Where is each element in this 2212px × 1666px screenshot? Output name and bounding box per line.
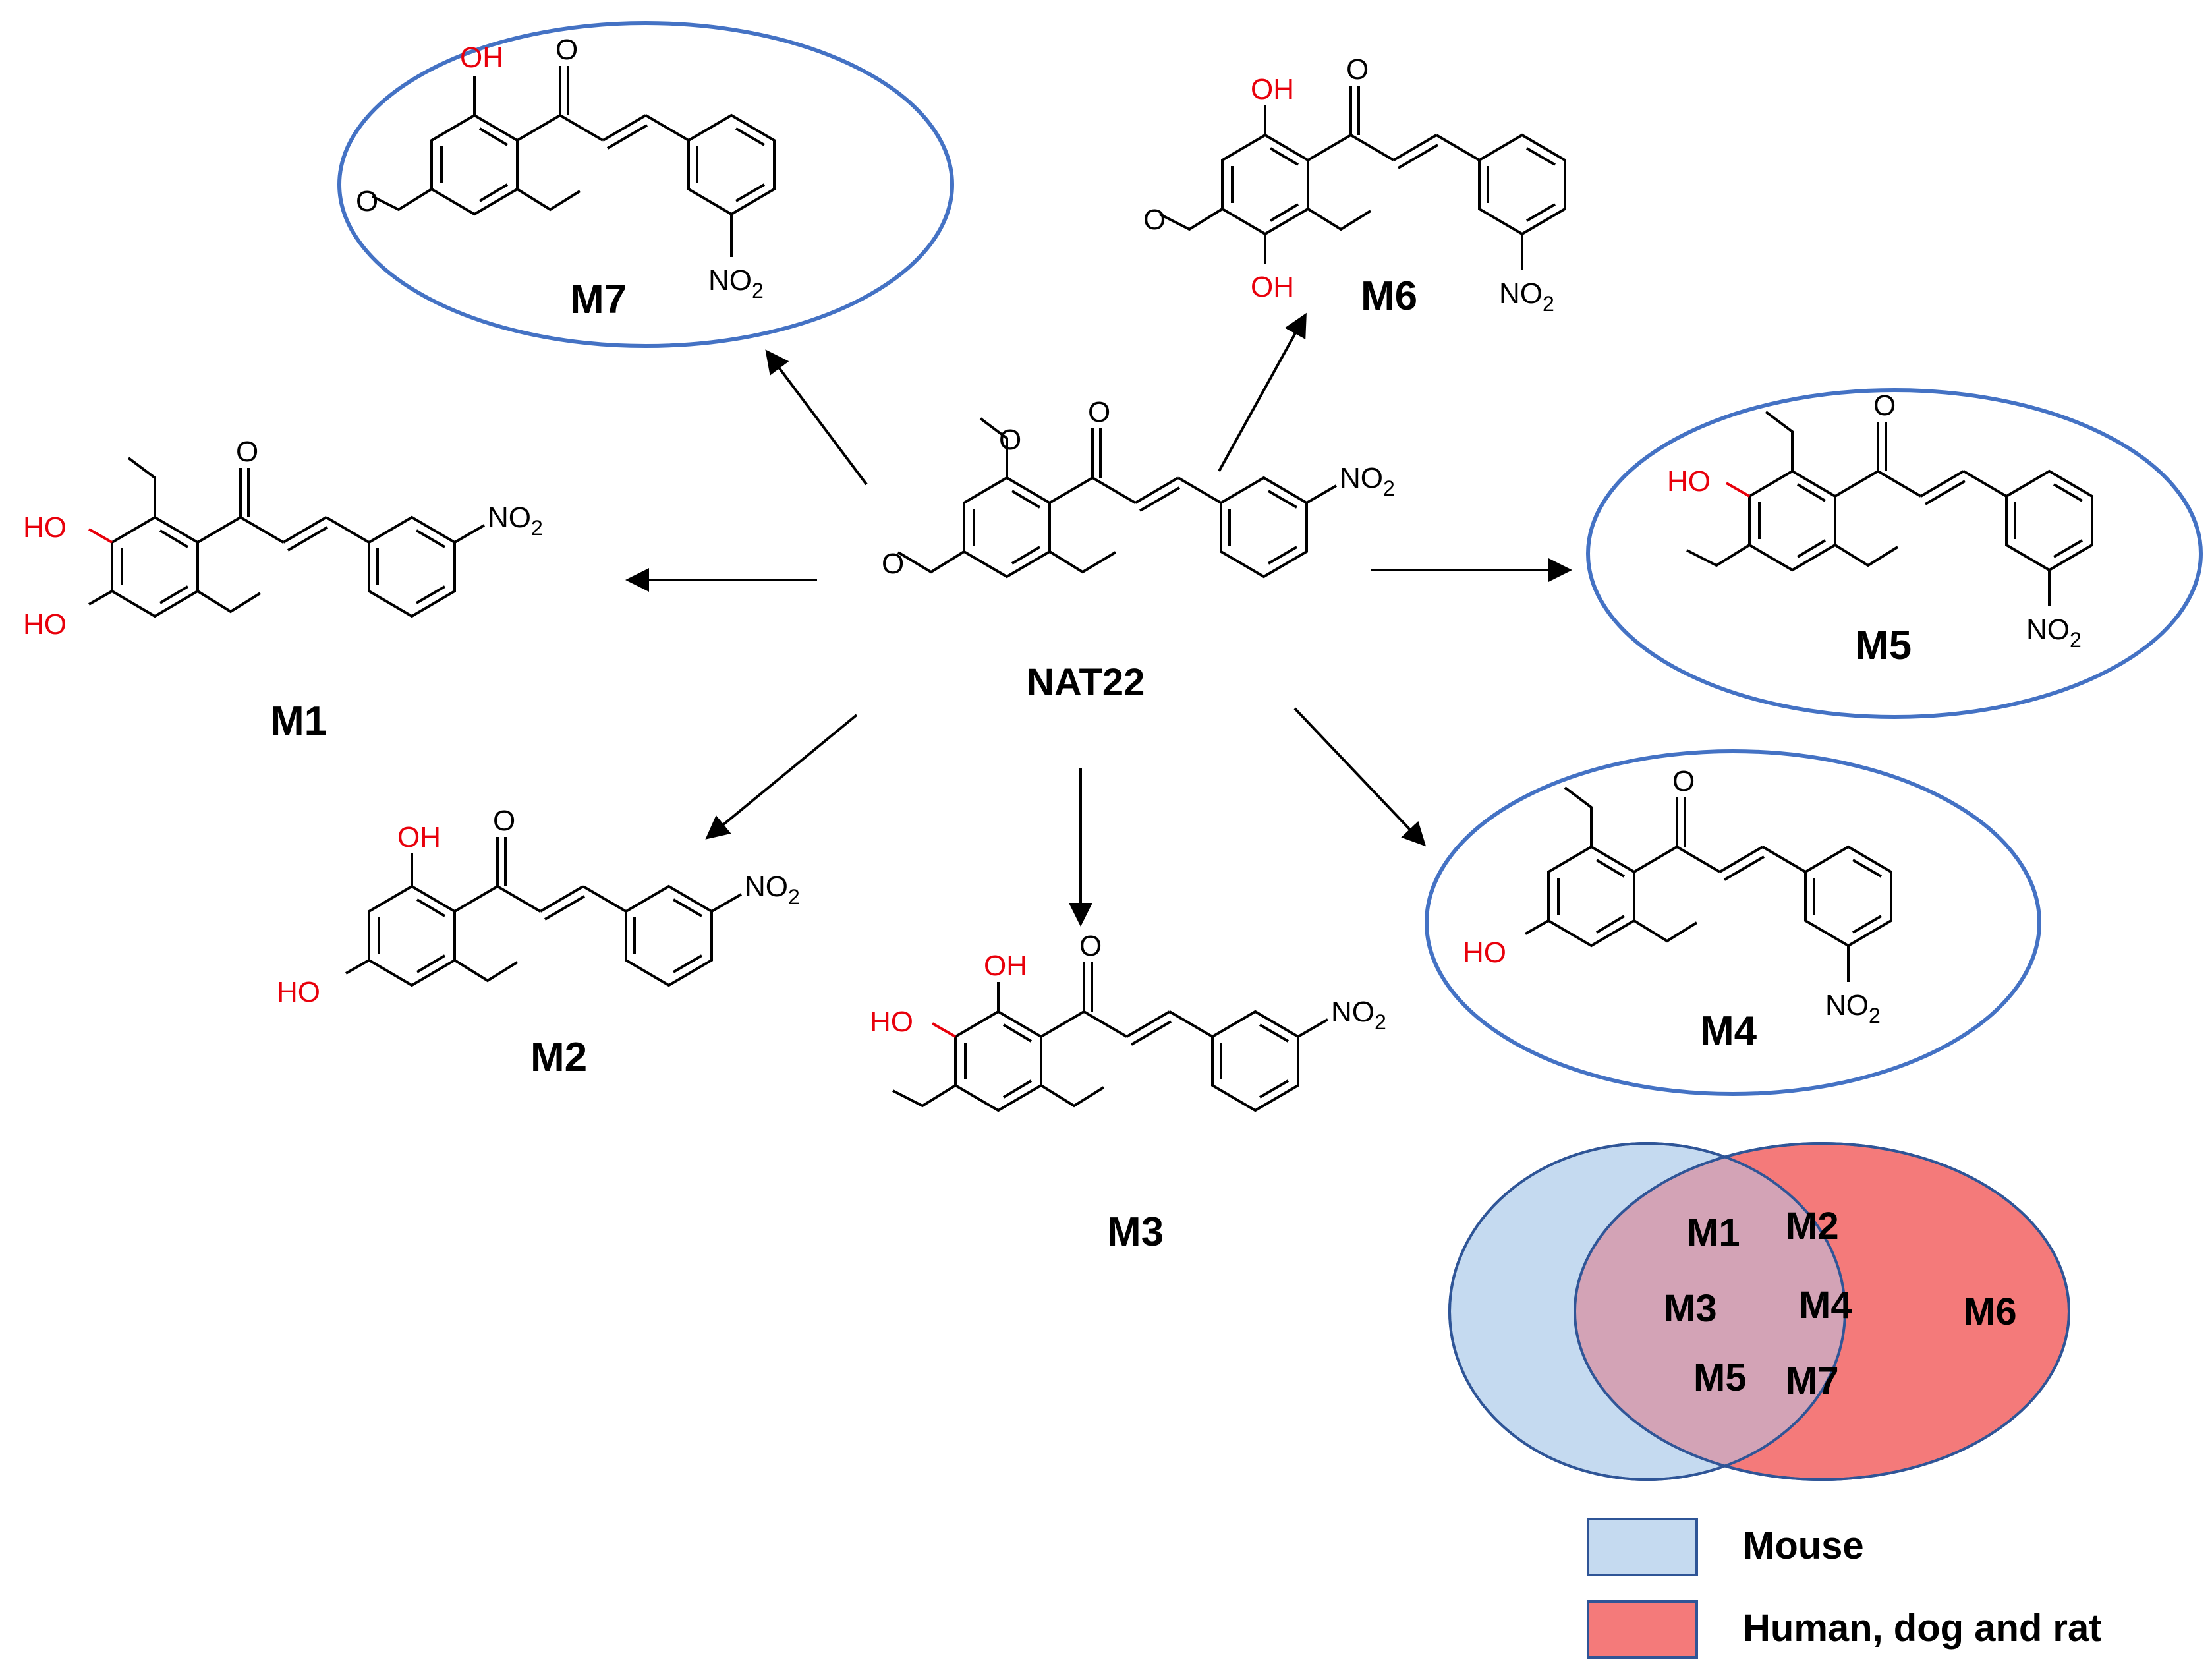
nitro-group: NO2: [708, 264, 764, 302]
highlight-circle-m4: [1425, 749, 2041, 1096]
oxygen-carbonyl: O: [236, 436, 258, 468]
nitro-group: NO2: [488, 502, 543, 540]
arrow-to-m2: [705, 714, 858, 840]
nitro-group: NO2: [1340, 462, 1395, 500]
venn-label: M5: [1693, 1356, 1747, 1399]
legend: Mouse Human, dog and rat: [1587, 1518, 2102, 1659]
hydroxyl-group: OH: [397, 821, 441, 853]
venn-label: M7: [1786, 1360, 1839, 1402]
nitro-group: NO2: [1499, 277, 1554, 316]
reaction-arrows: [625, 312, 1572, 927]
arrow-to-m4: [1293, 707, 1427, 847]
venn-label: M4: [1799, 1284, 1852, 1327]
highlight-circle-m7: [337, 21, 954, 348]
molecule-label-m7: M7: [570, 277, 627, 322]
molecule-label-m3: M3: [1107, 1209, 1164, 1255]
oxygen-carbonyl: O: [1346, 53, 1369, 86]
hydroxyl-group: HO: [23, 511, 67, 544]
venn-overlap: [1575, 1143, 1845, 1479]
molecule-nat22: O O O O NO2 NAT22: [882, 396, 1395, 704]
nitro-group: NO2: [1825, 989, 1881, 1027]
legend-swatch-mouse: [1587, 1518, 1698, 1576]
molecule-label-m2: M2: [530, 1035, 587, 1080]
oxygen-methoxy: O: [1143, 204, 1166, 236]
molecule-m7: OH O O NO2 M7: [356, 34, 776, 322]
oxygen-methoxy: O: [882, 548, 904, 580]
venn-diagram: M1 M2 M3 M4 M5 M7 M6: [1448, 1142, 2070, 1481]
arrow-to-m7: [765, 349, 868, 486]
molecule-label-m6: M6: [1361, 273, 1417, 319]
oxygen-carbonyl: O: [1079, 930, 1102, 962]
hydroxyl-group: OH: [1251, 271, 1294, 303]
legend-swatch-human: [1587, 1600, 1698, 1659]
hydroxyl-group: OH: [984, 950, 1027, 982]
molecule-m1: HO HO O O NO2 M1: [23, 436, 543, 744]
hydroxyl-group: HO: [23, 608, 67, 641]
hydroxyl-group: OH: [1251, 73, 1294, 105]
legend-label-human: Human, dog and rat: [1743, 1607, 2102, 1650]
molecule-m4: HO O O NO2 M4: [1463, 765, 1892, 1054]
oxygen-carbonyl: O: [1088, 396, 1110, 428]
hydroxyl-group: OH: [460, 42, 503, 74]
molecule-label-nat22: NAT22: [1027, 661, 1145, 704]
oxygen-carbonyl: O: [1873, 389, 1896, 422]
nitro-group: NO2: [1331, 996, 1386, 1034]
molecule-m3: OH HO O NO2 M3: [870, 930, 1386, 1255]
molecule-label-m1: M1: [270, 699, 327, 744]
hydroxyl-group: HO: [1463, 936, 1506, 969]
oxygen-methoxy: O: [356, 185, 378, 217]
hydroxyl-group: HO: [1667, 465, 1711, 498]
molecule-m6: OH OH O O NO2 M6: [1143, 53, 1566, 319]
nitro-group: NO2: [745, 871, 800, 909]
molecule-m5: HO O O NO2 M5: [1667, 389, 2093, 668]
molecule-m2: OH HO O NO2 M2: [277, 805, 800, 1080]
oxygen-carbonyl: O: [493, 805, 515, 837]
venn-label: M2: [1786, 1205, 1839, 1248]
molecule-label-m4: M4: [1700, 1008, 1757, 1054]
hydroxyl-group: HO: [870, 1006, 913, 1038]
oxygen-carbonyl: O: [1672, 765, 1695, 797]
molecule-label-m5: M5: [1855, 623, 1912, 668]
venn-label: M3: [1664, 1287, 1717, 1330]
nitro-group: NO2: [2026, 614, 2082, 652]
oxygen-methoxy: O: [999, 424, 1021, 456]
venn-label: M1: [1687, 1211, 1740, 1254]
arrow-to-m6: [1218, 312, 1307, 472]
hydroxyl-group: HO: [277, 976, 320, 1008]
highlight-circle-m5: [1586, 388, 2203, 719]
venn-label: M6: [1964, 1290, 2017, 1333]
legend-label-mouse: Mouse: [1743, 1524, 1864, 1567]
oxygen-carbonyl: O: [555, 34, 578, 66]
